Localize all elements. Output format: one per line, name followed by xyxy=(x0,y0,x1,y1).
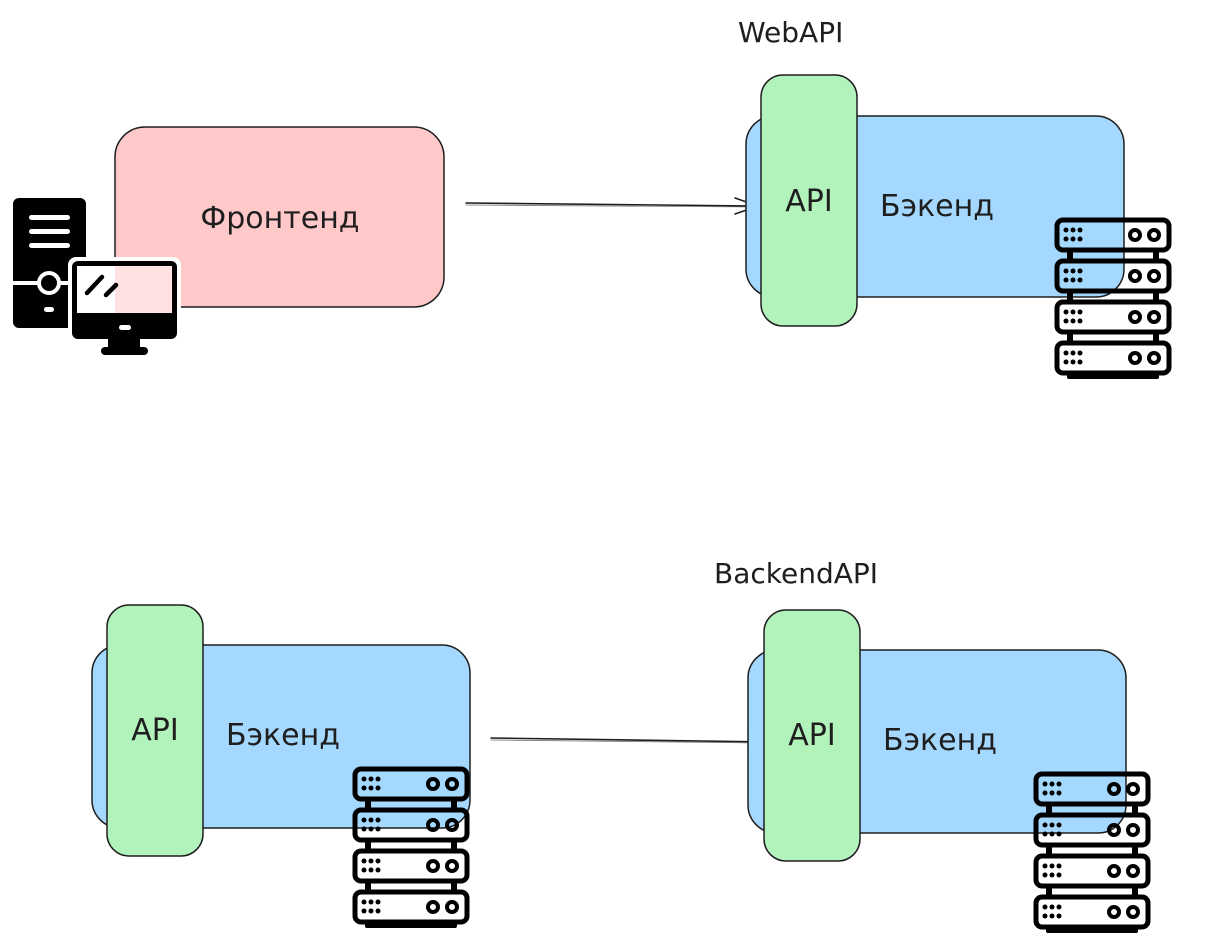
backendapi-label: BackendAPI xyxy=(714,557,878,590)
api-box-bottom-left[interactable] xyxy=(106,604,204,857)
api-box-top[interactable] xyxy=(760,74,858,327)
server-rack-icon xyxy=(1057,220,1169,379)
backend-label-bottom-left: Бэкенд xyxy=(226,718,340,753)
api-label-top: API xyxy=(785,184,832,219)
webapi-label: WebAPI xyxy=(738,16,843,49)
backend-label-top: Бэкенд xyxy=(880,189,994,224)
arrow-backend-to-api xyxy=(490,733,774,751)
backend-label-bottom-right: Бэкенд xyxy=(883,723,997,758)
api-label-bottom-right: API xyxy=(788,718,835,753)
arrow-frontend-to-api xyxy=(465,197,761,215)
frontend-label: Фронтенд xyxy=(200,201,359,236)
frontend-box[interactable] xyxy=(114,126,445,308)
api-box-bottom-right[interactable] xyxy=(763,609,861,862)
desktop-computer-icon xyxy=(13,198,181,355)
api-label-bottom-left: API xyxy=(131,713,178,748)
